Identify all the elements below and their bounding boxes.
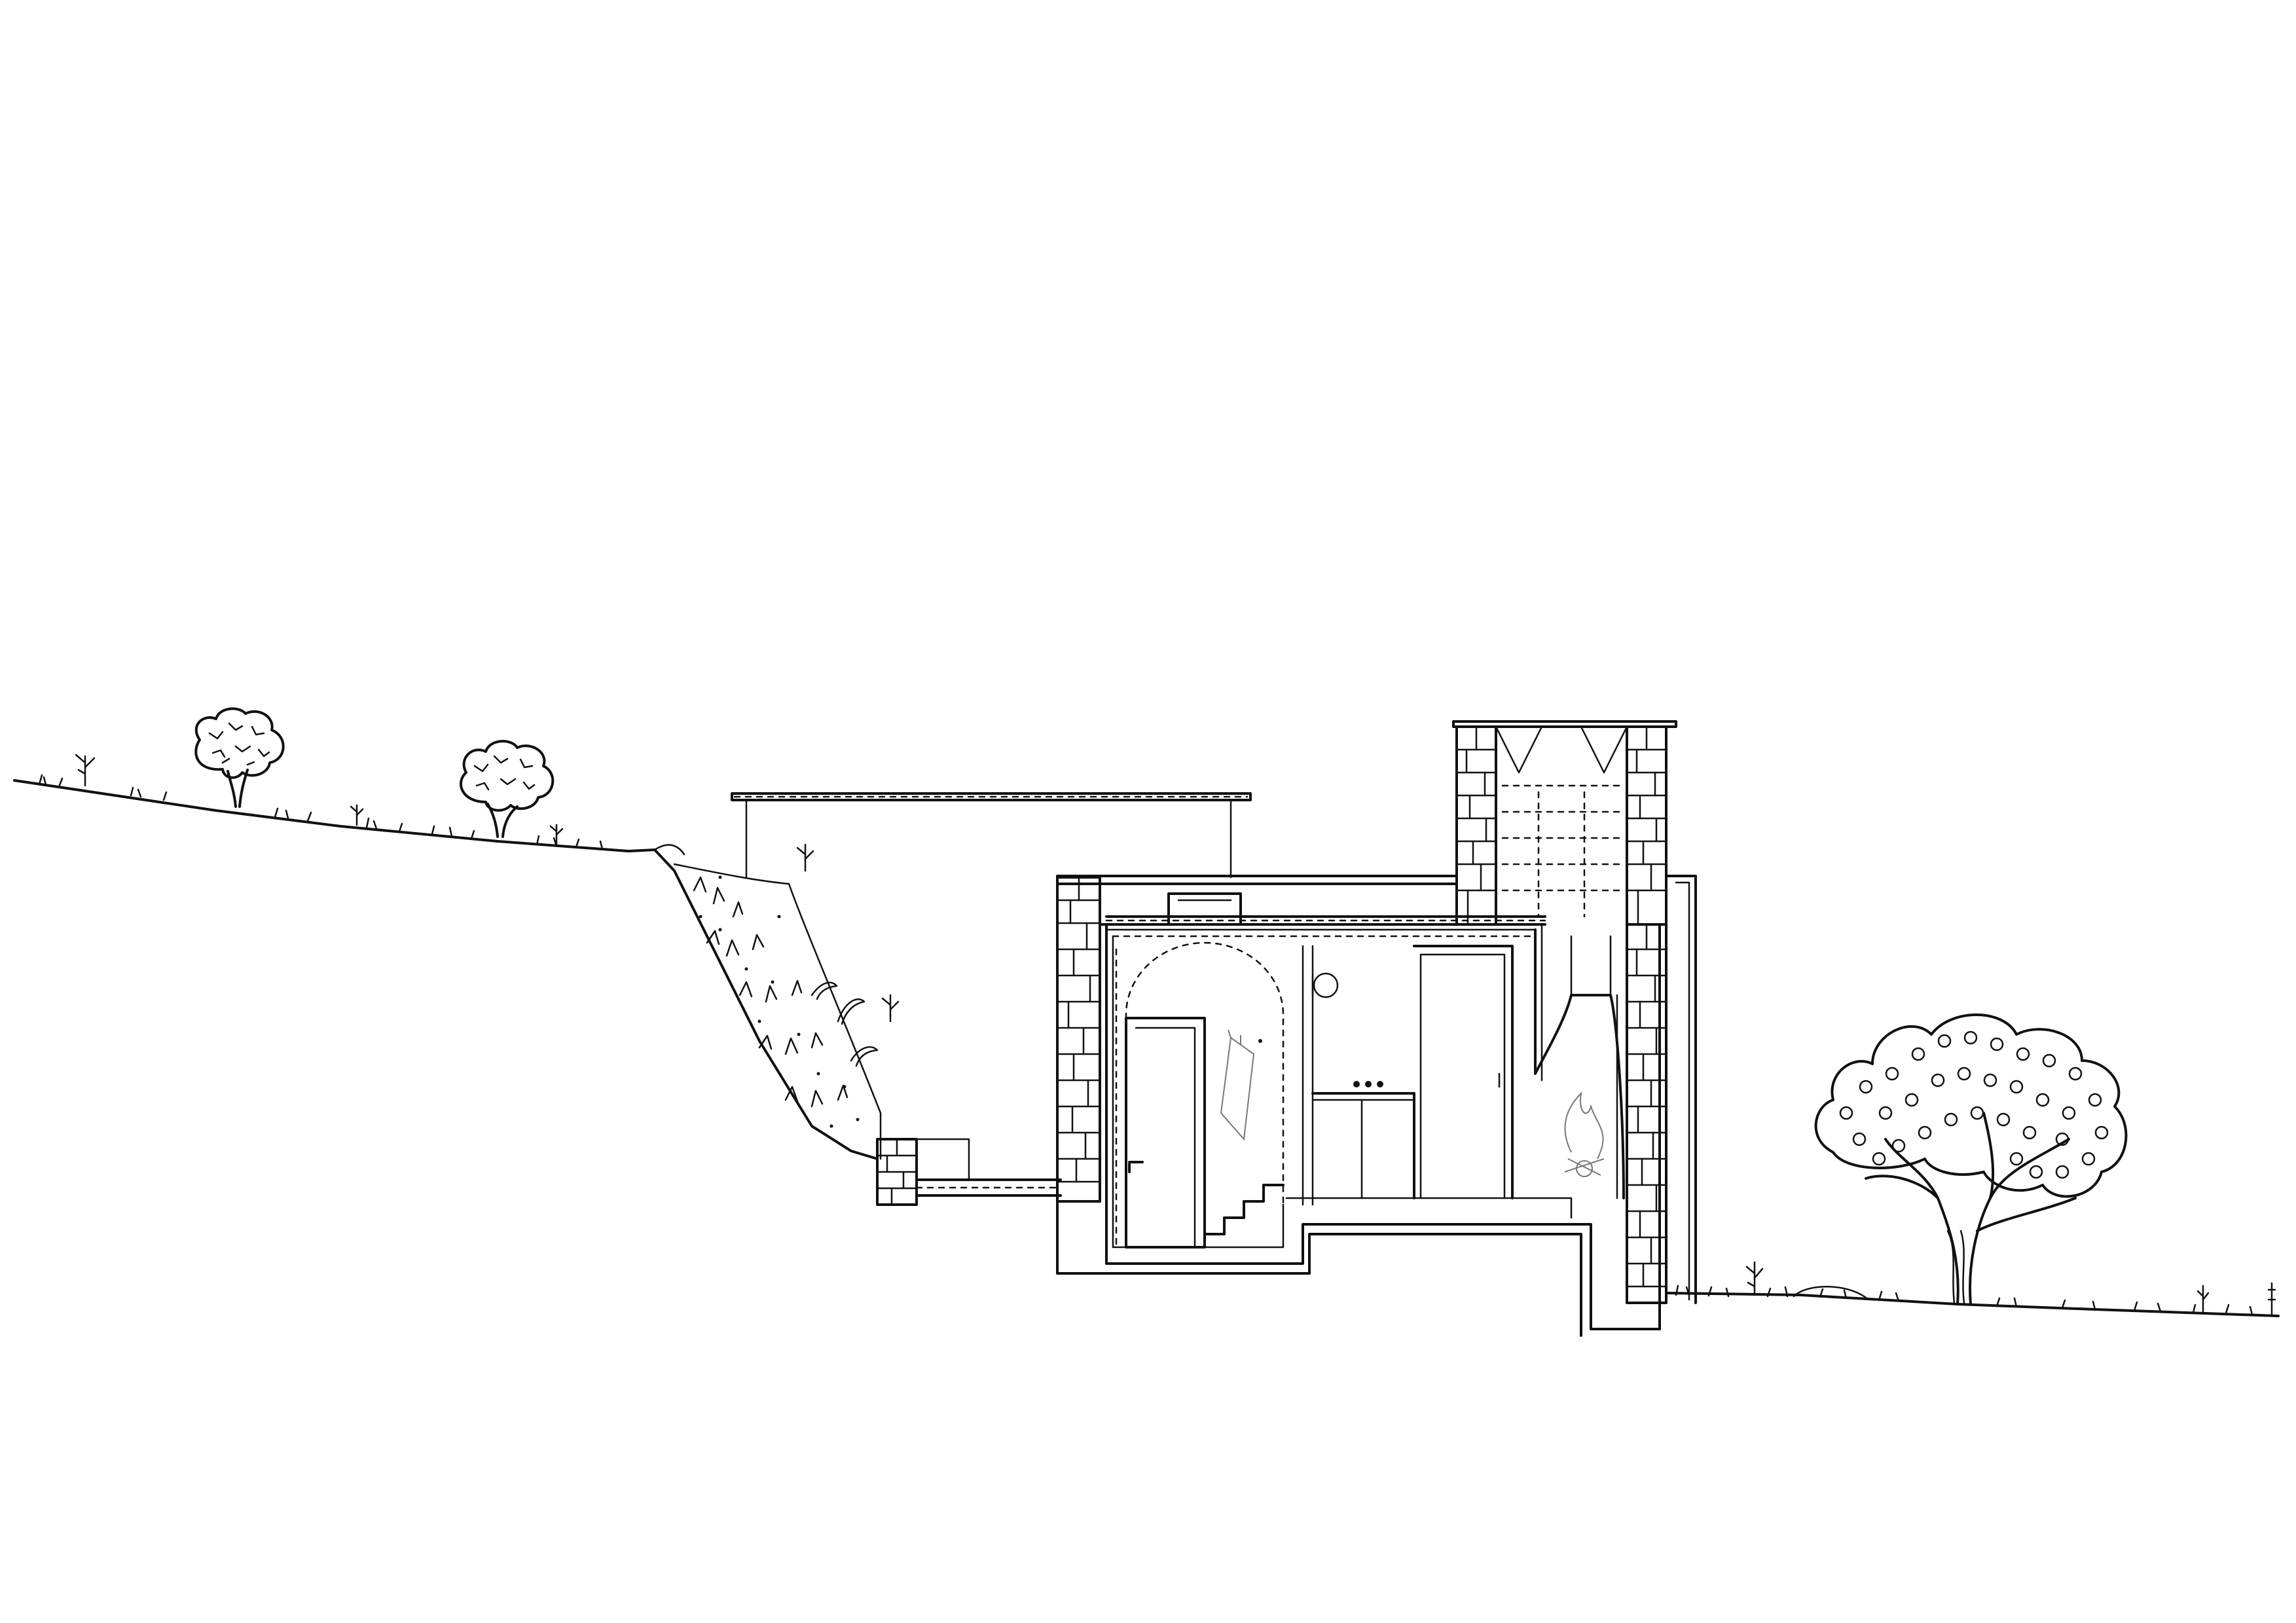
stone-wall-right [1626, 875, 1697, 1330]
building [731, 720, 1697, 1337]
skylight [1167, 892, 1242, 926]
cabinet [1311, 1081, 1415, 1199]
fireplace [1534, 928, 1625, 1199]
stair [1203, 1184, 1285, 1249]
ground-line-right [1665, 1261, 2280, 1317]
olive-tree-right [1814, 1013, 2128, 1305]
wall-lamp [1311, 972, 1339, 998]
planted-embankment [673, 843, 900, 1160]
fire [1564, 1091, 1605, 1177]
flat-roof [731, 792, 1546, 926]
stone-wall-left [1056, 876, 1101, 1203]
tree-left-2 [459, 740, 555, 838]
hanging-towel [1220, 1029, 1262, 1141]
chimney [1452, 720, 1677, 926]
interior-shell [1056, 923, 1661, 1337]
stone-retaining-wall [876, 1138, 1062, 1206]
tree-left-1 [194, 707, 285, 808]
arched-alcove [1125, 941, 1314, 1209]
wardrobe [1413, 945, 1514, 1199]
hillside-terrain [13, 754, 879, 1160]
door [1125, 1017, 1206, 1249]
